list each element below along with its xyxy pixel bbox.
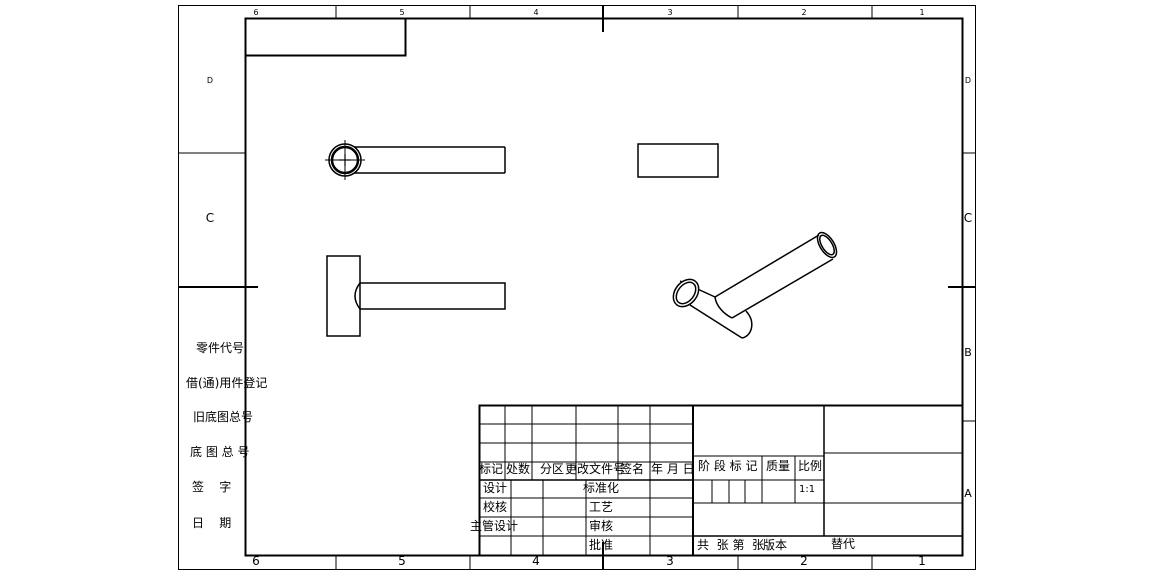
- top-zone-4: 4: [533, 8, 538, 17]
- hdr-zone: 分区: [540, 462, 564, 476]
- hdr-count: 处数: [506, 461, 530, 476]
- right-zone-C: C: [964, 211, 972, 225]
- role-review: 审核: [589, 518, 613, 533]
- role-approve: 批准: [589, 537, 613, 552]
- right-zone-ticks: [948, 152, 976, 422]
- bottom-zone-6: 6: [252, 554, 260, 568]
- label-part-code: 零件代号: [196, 341, 244, 355]
- label-master-no: 底 图 总 号: [190, 444, 249, 459]
- view-top-left: [325, 140, 506, 180]
- hdr-change-doc: 更改文件号: [565, 461, 625, 476]
- top-zone-5: 5: [399, 8, 404, 17]
- view-bottom-left: [326, 255, 506, 337]
- top-zone-1: 1: [919, 8, 924, 17]
- role-process: 工艺: [589, 500, 613, 514]
- code-box: [244, 17, 407, 57]
- top-zone-3: 3: [667, 8, 672, 17]
- hdr-sign: 签名: [620, 461, 644, 476]
- left-zone-D: D: [207, 76, 213, 85]
- label-old-master-no: 旧底图总号: [193, 409, 253, 424]
- weight-label: 质量: [766, 459, 790, 473]
- scale-label: 比例: [798, 459, 822, 473]
- left-zone-C: C: [206, 211, 214, 225]
- top-zone-6: 6: [253, 8, 258, 17]
- right-zone-D: D: [965, 76, 971, 85]
- version-label: 版本: [763, 538, 787, 552]
- replaces-label: 替代: [831, 537, 855, 551]
- role-design: 设计: [483, 481, 507, 495]
- label-signature: 签 字: [192, 479, 231, 494]
- top-zone-2: 2: [801, 8, 806, 17]
- role-chief-design: 主管设计: [470, 518, 518, 533]
- outer-frame: [178, 5, 976, 570]
- hdr-date: 年 月 日: [651, 462, 695, 476]
- left-zone-ticks: [178, 152, 258, 288]
- hdr-mark: 标记: [479, 462, 503, 476]
- bottom-zone-3: 3: [666, 554, 674, 568]
- role-standardization: 标准化: [583, 481, 619, 495]
- label-borrowed-parts: 借(通)用件登记: [186, 375, 267, 390]
- right-zone-A: A: [964, 487, 972, 500]
- title-block: [478, 404, 964, 557]
- sheet-count: 共 张 第 张: [697, 538, 764, 552]
- role-check: 校核: [483, 499, 507, 514]
- bottom-zone-1: 1: [918, 554, 926, 568]
- view-isometric: [672, 231, 838, 339]
- top-zone-ticks: [335, 5, 873, 32]
- bottom-zone-4: 4: [532, 554, 540, 568]
- scale-value: 1:1: [799, 484, 815, 495]
- view-top-right: [637, 143, 719, 178]
- bottom-zone-5: 5: [398, 554, 406, 568]
- label-date: 日 期: [192, 516, 231, 530]
- stage-mark-label: 阶 段 标 记: [698, 458, 757, 473]
- bottom-zone-2: 2: [800, 554, 808, 568]
- right-zone-B: B: [964, 346, 972, 359]
